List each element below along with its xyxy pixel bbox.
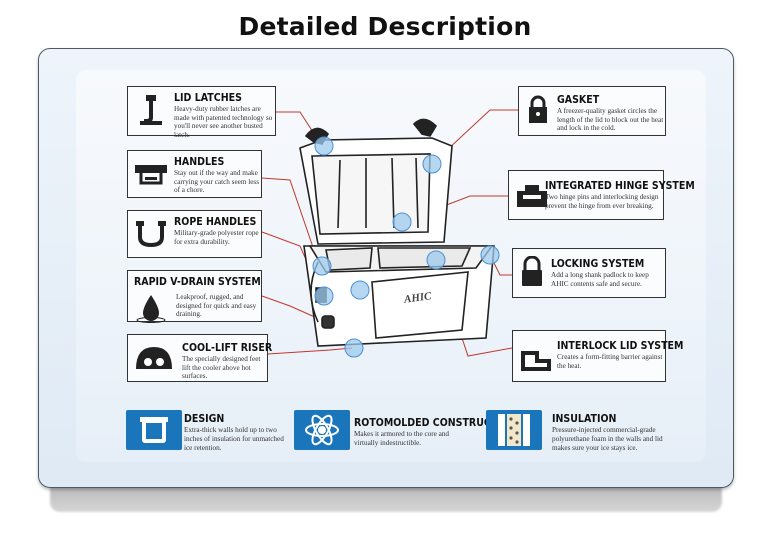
feature-insulation: INSULATION Pressure-injected commercial-… (486, 410, 682, 454)
feature-desc: Extra-thick walls hold up to two inches … (184, 426, 284, 452)
cooler-icon (126, 410, 182, 450)
feature-title: ROPE HANDLES (174, 215, 257, 228)
feature-hinge: INTEGRATED HINGE SYSTEM Two hinge pins a… (508, 170, 695, 220)
feature-desc: Military-grade polyester rope for extra … (174, 229, 259, 246)
feature-desc: Makes it armored to the core and virtual… (354, 430, 449, 447)
feature-gasket: GASKET A freezer-quality gasket circles … (518, 86, 666, 136)
feature-rope-handles: ROPE HANDLES Military-grade polyester ro… (127, 210, 262, 258)
padlock-icon (517, 253, 547, 291)
foam-icon (486, 410, 542, 450)
feature-cool-lift-riser: COOL-LIFT RISER The specially designed f… (127, 334, 272, 382)
feature-rapid-v-drain: RAPID V-DRAIN SYSTEM Leakproof, rugged, … (127, 270, 262, 323)
feature-title: ROTOMOLDED CONSTRUCTION (354, 416, 517, 429)
feature-title: GASKET (557, 93, 600, 106)
feature-desc: Creates a form-fitting barrier against t… (557, 353, 663, 370)
feature-title: LOCKING SYSTEM (551, 257, 645, 270)
feature-title: RAPID V-DRAIN SYSTEM (134, 275, 261, 288)
feature-desc: Add a long shank padlock to keep AHIC co… (551, 271, 649, 288)
feature-title: DESIGN (184, 412, 225, 425)
drain-icon (132, 289, 170, 327)
feature-title: HANDLES (174, 155, 225, 168)
rope-icon (132, 215, 170, 253)
lock-icon (523, 91, 553, 129)
riser-icon (132, 339, 176, 377)
feature-desc: Stay out if the way and make carrying yo… (174, 169, 260, 195)
feature-title: INTERLOCK LID SYSTEM (557, 339, 684, 352)
feature-desc: A freezer-quality gasket circles the len… (557, 107, 664, 133)
page-title: Detailed Description (238, 12, 532, 41)
cooler-body (303, 245, 495, 347)
feature-title: INTEGRATED HINGE SYSTEM (545, 179, 695, 192)
feature-interlock: INTERLOCK LID SYSTEM Creates a form-fitt… (512, 330, 683, 382)
highlight-bubbles (312, 136, 500, 358)
feature-desc: Pressure-injected commercial-grade polyu… (552, 426, 663, 452)
feature-desc: Leakproof, rugged, and designed for quic… (176, 293, 257, 319)
feature-desc: Heavy-duty rubber latches are made with … (174, 105, 273, 139)
feature-locking: LOCKING SYSTEM Add a long shank padlock … (512, 248, 666, 298)
atom-icon (294, 410, 350, 450)
feature-title: COOL-LIFT RISER (182, 341, 273, 354)
feature-rotomolded: ROTOMOLDED CONSTRUCTION Makes it armored… (294, 410, 517, 454)
feature-title: INSULATION (552, 412, 617, 425)
interlock-icon (517, 339, 555, 377)
feature-title: LID LATCHES (174, 91, 242, 104)
latch-icon (132, 91, 170, 129)
handle-icon (132, 155, 170, 193)
feature-lid-latches: LID LATCHES Heavy-duty rubber latches ar… (127, 86, 276, 139)
feature-desc: The specially designed feet lift the coo… (182, 355, 261, 381)
feature-desc: Two hinge pins and interlocking design p… (545, 193, 659, 210)
feature-handles: HANDLES Stay out if the way and make car… (127, 150, 262, 198)
feature-design: DESIGN Extra-thick walls hold up to two … (126, 410, 296, 454)
hinge-icon (513, 177, 551, 215)
